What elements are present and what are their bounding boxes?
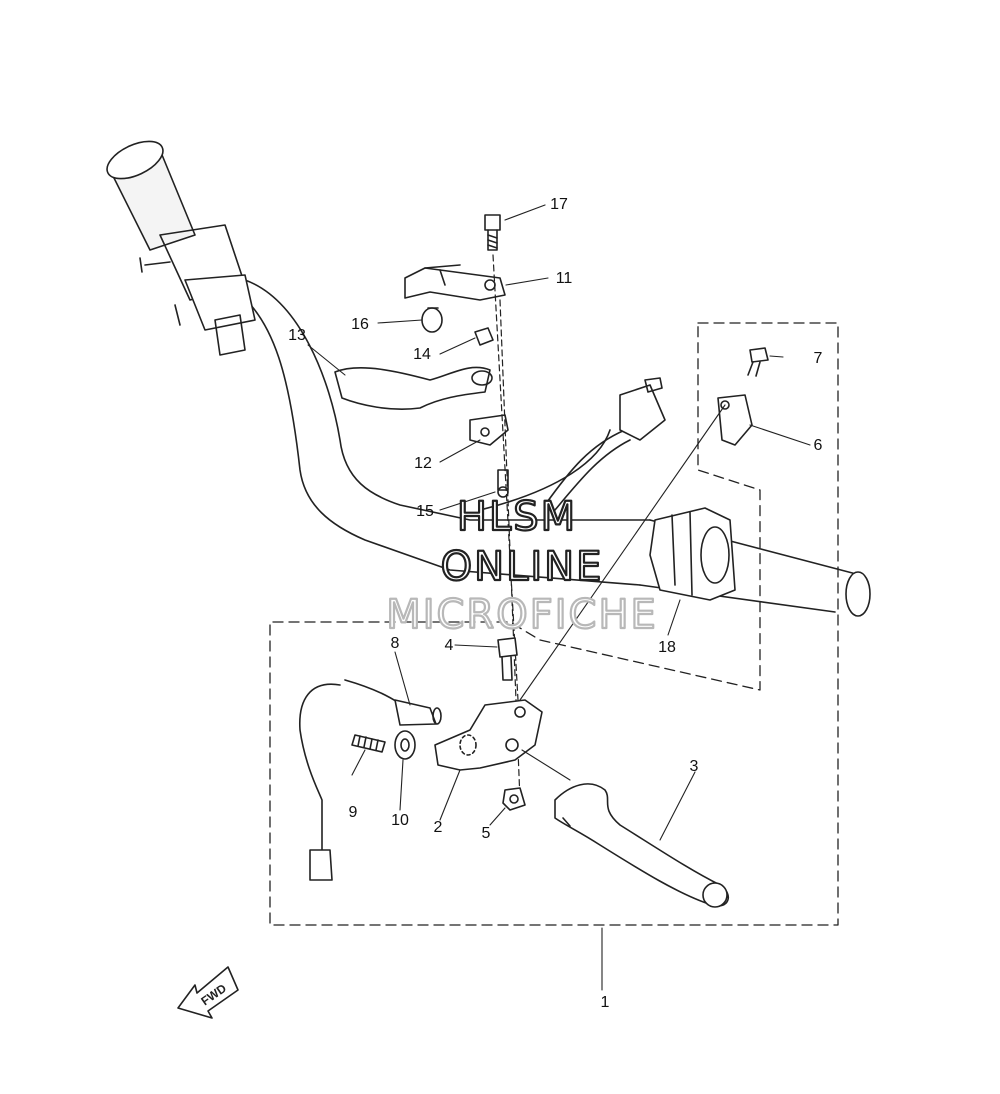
clutch-perch-part-2 bbox=[434, 699, 543, 771]
pivot-bolt-part-4 bbox=[497, 637, 518, 681]
watermark-line-3: MICROFICHE bbox=[386, 592, 658, 638]
perch-part-11 bbox=[404, 264, 506, 301]
part-label-6: 6 bbox=[814, 437, 823, 454]
watermark: HLSM ONLINE MICROFICHE bbox=[385, 493, 658, 639]
switch-housing-part-18 bbox=[649, 507, 736, 601]
clutch-switch-part-8 bbox=[299, 679, 442, 881]
lever-part-13 bbox=[334, 366, 493, 410]
part-label-15: 15 bbox=[416, 503, 434, 520]
part-label-4: 4 bbox=[445, 637, 454, 654]
clamp-screw-part-7 bbox=[747, 347, 769, 377]
nut-part-14 bbox=[474, 327, 494, 346]
fwd-direction-marker: FWD bbox=[177, 966, 239, 1019]
part-label-2: 2 bbox=[434, 819, 443, 836]
part-label-14: 14 bbox=[413, 346, 431, 363]
left-grip-assembly bbox=[106, 140, 256, 356]
part-label-1: 1 bbox=[601, 994, 610, 1011]
part-label-9: 9 bbox=[349, 804, 358, 821]
right-grip-end bbox=[845, 571, 871, 617]
part-number-labels: 1 2 3 4 5 6 7 8 9 10 11 12 13 14 15 16 1… bbox=[288, 196, 822, 1011]
knob-part-16 bbox=[421, 307, 443, 333]
assembly-axis-lines bbox=[492, 254, 521, 801]
watermark-line-1: HLSM bbox=[457, 494, 577, 540]
plate-part-12 bbox=[469, 414, 509, 446]
lever-part-3 bbox=[554, 783, 730, 908]
switch-wiring-harness bbox=[544, 377, 666, 511]
nut-part-5 bbox=[502, 787, 526, 811]
part-label-5: 5 bbox=[482, 825, 491, 842]
part-label-11: 11 bbox=[556, 270, 573, 287]
part-label-7: 7 bbox=[814, 350, 823, 367]
part-label-8: 8 bbox=[391, 635, 400, 652]
part-label-17: 17 bbox=[550, 196, 568, 213]
adjuster-part-9 bbox=[351, 734, 386, 753]
adjuster-nut-part-10 bbox=[394, 730, 416, 760]
part-label-3: 3 bbox=[690, 758, 699, 775]
clamp-part-6 bbox=[717, 394, 753, 446]
watermark-line-2: ONLINE bbox=[441, 544, 604, 590]
part-label-13: 13 bbox=[288, 327, 306, 344]
part-label-12: 12 bbox=[414, 455, 432, 472]
part-label-18: 18 bbox=[658, 639, 676, 656]
forward-arrow-icon bbox=[177, 966, 239, 1019]
leader-lines bbox=[307, 204, 811, 991]
part-label-10: 10 bbox=[391, 812, 409, 829]
part-label-16: 16 bbox=[351, 316, 369, 333]
bolt-part-17 bbox=[484, 214, 501, 251]
